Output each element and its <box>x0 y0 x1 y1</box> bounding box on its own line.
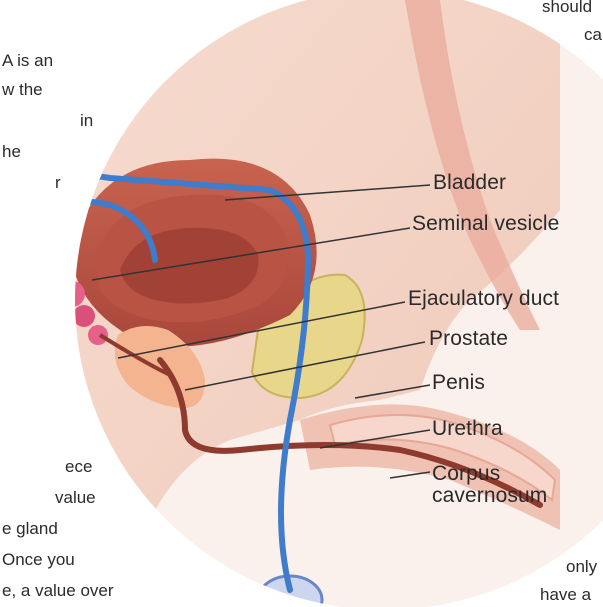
label-seminal-vesicle: Seminal vesicle <box>412 213 559 235</box>
label-cavernosum: cavernosum <box>432 485 547 507</box>
label-ejaculatory-duct: Ejaculatory duct <box>408 288 559 310</box>
label-bladder: Bladder <box>433 172 506 194</box>
label-corpus: Corpus <box>432 463 500 485</box>
rectum <box>0 300 60 505</box>
label-penis: Penis <box>432 372 485 394</box>
label-prostate: Prostate <box>429 328 508 350</box>
label-urethra: Urethra <box>432 418 503 440</box>
